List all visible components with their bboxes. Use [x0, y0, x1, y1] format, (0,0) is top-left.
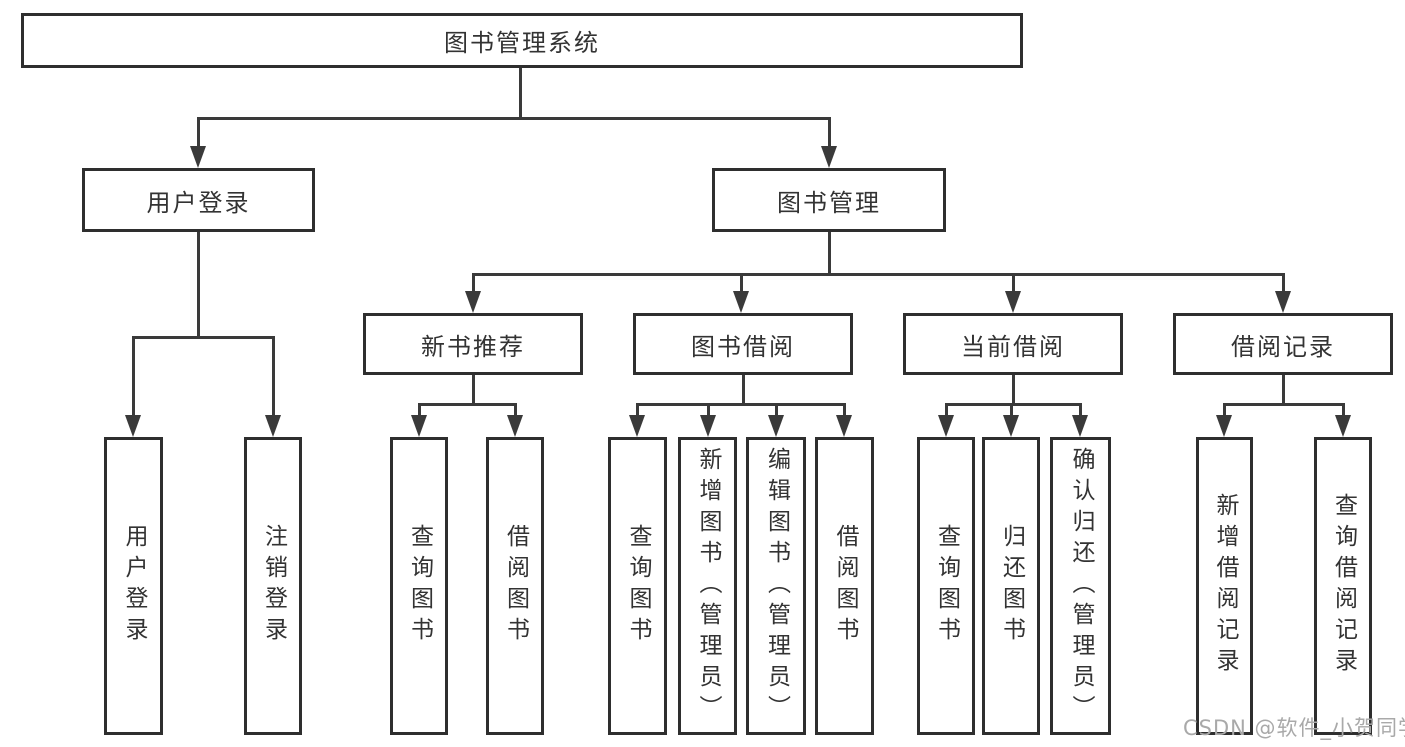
node-book-borrowing: 图书借阅 — [633, 313, 853, 375]
arrow-down-icon — [507, 415, 523, 437]
node-label: 归还图书 — [998, 524, 1025, 648]
node-label: 用户登录 — [121, 524, 147, 648]
connector-stub — [1012, 375, 1015, 403]
connector-arrow-line — [1012, 273, 1015, 294]
node-label: 注销登录 — [260, 524, 287, 648]
connector-user-login-rail — [132, 336, 275, 339]
connector-arrow-line — [945, 403, 948, 417]
arrow-down-icon — [1005, 291, 1021, 313]
node-borrowing-records: 借阅记录 — [1173, 313, 1393, 375]
connector-rail — [418, 403, 517, 406]
connector-root-rail — [197, 117, 831, 120]
connector-arrow-line — [1010, 403, 1013, 417]
arrow-down-icon — [1275, 291, 1291, 313]
node-label: 图书管理系统 — [444, 29, 600, 57]
arrow-down-icon — [821, 146, 837, 168]
leaf-add-books-admin: 新增图书（管理员） — [678, 437, 737, 735]
connector-book-mgmt-stub — [828, 232, 831, 273]
connector-stub — [742, 375, 745, 403]
node-book-management: 图书管理 — [712, 168, 946, 232]
arrow-down-icon — [465, 291, 481, 313]
node-label: 当前借阅 — [961, 332, 1065, 361]
arrow-down-icon — [1216, 415, 1232, 437]
leaf-user-login: 用户登录 — [104, 437, 163, 735]
arrow-down-icon — [265, 415, 281, 437]
node-new-book-recommend: 新书推荐 — [363, 313, 583, 375]
connector-arrow-line — [472, 273, 475, 294]
arrow-down-icon — [938, 415, 954, 437]
arrow-down-icon — [700, 415, 716, 437]
connector-book-mgmt-rail — [472, 273, 1285, 276]
connector-rail — [945, 403, 1082, 406]
node-label: 查询借阅记录 — [1330, 493, 1357, 679]
leaf-return-books: 归还图书 — [982, 437, 1040, 735]
leaf-logout: 注销登录 — [244, 437, 302, 735]
connector-rail — [636, 403, 846, 406]
node-current-borrowing: 当前借阅 — [903, 313, 1123, 375]
connector-arrow-line — [514, 403, 517, 417]
connector-arrow-line — [1079, 403, 1082, 417]
connector-arrow-line — [132, 336, 135, 417]
node-label: 确认归还（管理员） — [1068, 446, 1094, 726]
arrow-down-icon — [125, 415, 141, 437]
connector-arrow-line — [775, 403, 778, 417]
leaf-query-borrow-record: 查询借阅记录 — [1314, 437, 1372, 735]
node-label: 图书借阅 — [691, 332, 795, 361]
node-label: 用户登录 — [146, 188, 251, 217]
connector-arrow-line — [1223, 403, 1226, 417]
node-label: 查询图书 — [406, 524, 433, 648]
connector-arrow-line — [828, 117, 831, 148]
leaf-borrow-books-recommend: 借阅图书 — [486, 437, 544, 735]
leaf-query-books-recommend: 查询图书 — [390, 437, 448, 735]
connector-arrow-line — [197, 117, 200, 148]
connector-rail — [1223, 403, 1345, 406]
arrow-down-icon — [1072, 415, 1088, 437]
leaf-borrow-books: 借阅图书 — [815, 437, 874, 735]
arrow-down-icon — [733, 291, 749, 313]
arrow-down-icon — [768, 415, 784, 437]
connector-arrow-line — [707, 403, 710, 417]
connector-user-login-stub — [197, 232, 200, 336]
node-library-management-system: 图书管理系统 — [21, 13, 1023, 68]
node-label: 新书推荐 — [421, 332, 525, 361]
connector-arrow-line — [1342, 403, 1345, 417]
node-label: 新增图书（管理员） — [695, 446, 721, 726]
node-user-login: 用户登录 — [82, 168, 315, 232]
csdn-watermark: CSDN @软件_小贺同学 — [1183, 716, 1405, 740]
node-label: 新增借阅记录 — [1212, 493, 1238, 679]
node-label: 借阅图书 — [502, 524, 529, 648]
leaf-add-borrow-record: 新增借阅记录 — [1196, 437, 1253, 735]
connector-stub — [472, 375, 475, 403]
connector-arrow-line — [740, 273, 743, 294]
node-label: 借阅记录 — [1231, 332, 1335, 361]
node-label: 编辑图书（管理员） — [763, 446, 790, 726]
node-label: 查询图书 — [625, 524, 651, 648]
node-label: 借阅图书 — [832, 524, 858, 648]
leaf-query-books-current: 查询图书 — [917, 437, 975, 735]
arrow-down-icon — [1335, 415, 1351, 437]
connector-arrow-line — [272, 336, 275, 417]
connector-root-stub — [519, 68, 522, 117]
connector-arrow-line — [843, 403, 846, 417]
connector-arrow-line — [1282, 273, 1285, 294]
connector-arrow-line — [418, 403, 421, 417]
node-label: 查询图书 — [933, 524, 960, 648]
arrow-down-icon — [411, 415, 427, 437]
node-label: 图书管理 — [777, 188, 881, 217]
leaf-query-books-borrowing: 查询图书 — [608, 437, 667, 735]
arrow-down-icon — [629, 415, 645, 437]
connector-arrow-line — [636, 403, 639, 417]
arrow-down-icon — [1003, 415, 1019, 437]
arrow-down-icon — [836, 415, 852, 437]
leaf-confirm-return-admin: 确认归还（管理员） — [1050, 437, 1111, 735]
arrow-down-icon — [190, 146, 206, 168]
connector-stub — [1282, 375, 1285, 403]
leaf-edit-books-admin: 编辑图书（管理员） — [746, 437, 806, 735]
